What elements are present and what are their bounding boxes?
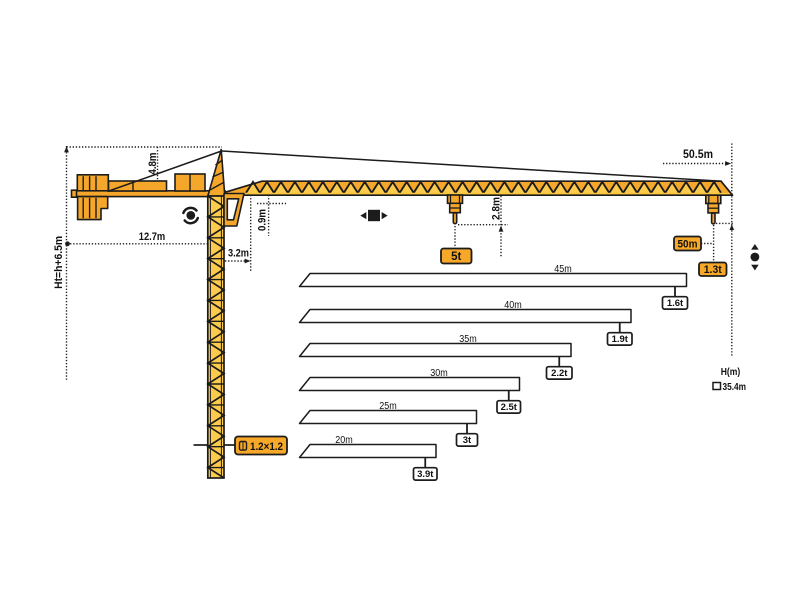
svg-text:2.8m: 2.8m [491, 197, 503, 220]
svg-text:2.5t: 2.5t [501, 402, 518, 413]
svg-text:20m: 20m [335, 435, 353, 446]
svg-text:25m: 25m [379, 401, 397, 412]
svg-text:35m: 35m [459, 334, 477, 345]
svg-text:50m: 50m [678, 238, 698, 250]
svg-text:5t: 5t [451, 251, 461, 263]
svg-text:45m: 45m [554, 264, 572, 275]
svg-text:4.8m: 4.8m [147, 152, 159, 174]
svg-text:1.3t: 1.3t [704, 264, 722, 276]
svg-text:3t: 3t [463, 435, 472, 446]
svg-text:3.2m: 3.2m [228, 248, 249, 260]
svg-text:30m: 30m [430, 368, 448, 379]
svg-text:1.2×1.2: 1.2×1.2 [250, 441, 283, 453]
svg-text:12.7m: 12.7m [139, 231, 166, 243]
svg-text:H(m): H(m) [721, 366, 741, 378]
svg-text:1.6t: 1.6t [667, 298, 684, 309]
svg-text:40m: 40m [504, 300, 522, 311]
svg-text:3.9t: 3.9t [417, 469, 434, 480]
svg-text:35.4m: 35.4m [723, 381, 747, 393]
svg-text:50.5m: 50.5m [683, 149, 713, 161]
svg-text:2.2t: 2.2t [551, 368, 568, 379]
svg-text:Ht=h+6.5m: Ht=h+6.5m [53, 236, 65, 289]
svg-text:1.9t: 1.9t [612, 334, 629, 345]
svg-text:0.9m: 0.9m [257, 209, 269, 231]
